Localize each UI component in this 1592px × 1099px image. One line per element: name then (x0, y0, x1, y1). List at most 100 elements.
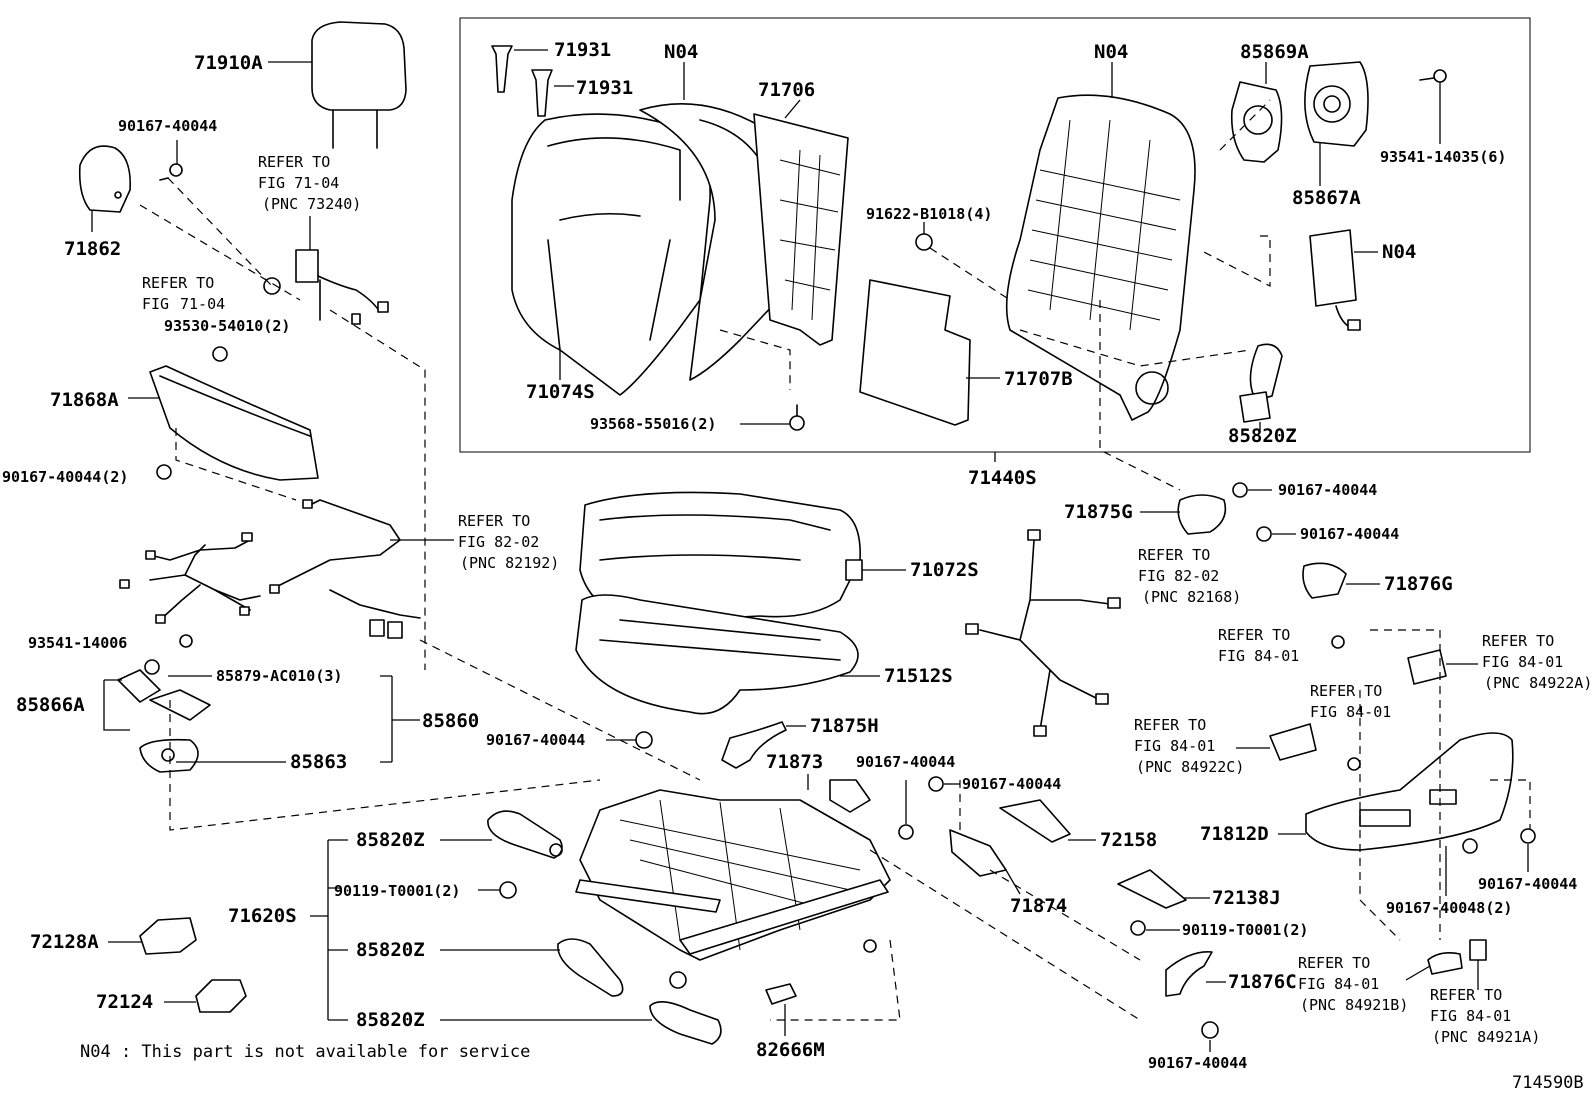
label-71875G: 71875G (1064, 501, 1133, 523)
label-71620S: 71620S (228, 905, 297, 927)
label-90167-40044-2: 90167-40044(2) (2, 468, 128, 486)
bolt-90119-right (1130, 920, 1146, 936)
label-85820Z-2: 85820Z (356, 939, 425, 961)
svg-text:FIG 84-01: FIG 84-01 (1430, 1007, 1511, 1025)
svg-text:REFER TO: REFER TO (1218, 626, 1290, 644)
seatback-frame-N04 (1005, 94, 1196, 421)
dash-bottom (770, 939, 901, 1021)
svg-text:FIG 84-01: FIG 84-01 (1482, 653, 1563, 671)
label-90167-40044-b: 90167-40044 (1278, 481, 1377, 499)
dash-8 (1099, 300, 1181, 491)
switch-84922C (1269, 723, 1317, 761)
bracket-85869A (1230, 81, 1283, 163)
label-71707B: 71707B (1004, 368, 1073, 390)
cover-72124 (195, 979, 247, 1013)
label-90167-40044-c: 90167-40044 (1300, 525, 1399, 543)
lumbar-parts (117, 634, 211, 773)
seatback-cover-71074S (511, 113, 711, 396)
label-85860: 85860 (422, 710, 479, 732)
label-93530: 93530-54010(2) (164, 317, 290, 335)
svg-text:FIG 71-04: FIG 71-04 (258, 174, 339, 192)
label-85820Z-3: 85820Z (356, 1009, 425, 1031)
pad-71707B (859, 279, 971, 426)
label-71440S: 71440S (968, 467, 1037, 489)
headrest-shape (311, 21, 407, 149)
bolt-90167-h (1520, 828, 1536, 844)
side-cover-71862 (78, 145, 132, 213)
label-N04-a: N04 (664, 41, 698, 63)
dash-12 (719, 329, 791, 390)
label-71873: 71873 (766, 751, 823, 773)
svg-text:(PNC 84921B): (PNC 84921B) (1300, 996, 1408, 1014)
bracket-71876G (1302, 562, 1347, 599)
bracket-72138J (1117, 869, 1187, 909)
screw-93568 (789, 404, 805, 431)
refer-fig-84-01-c: REFER TO FIG 84-01 (1310, 682, 1391, 721)
label-93541-14035: 93541-14035(6) (1380, 148, 1506, 166)
refer-fig-71-04-pnc: REFER TO FIG 71-04 (PNC 73240) (258, 153, 361, 213)
clip-71931-a (491, 45, 513, 93)
bracket-85860 (380, 675, 420, 763)
clip-82666M (765, 983, 797, 1005)
label-72124: 72124 (96, 991, 153, 1013)
label-72158: 72158 (1100, 829, 1157, 851)
refer-fig-71-04: REFER TO FIG 71-04 (142, 274, 225, 313)
dash-5 (169, 700, 601, 831)
label-71868A: 71868A (50, 389, 119, 411)
harness-right (965, 529, 1121, 737)
cover-72128A (139, 917, 197, 955)
svg-text:(PNC 84921A): (PNC 84921A) (1432, 1028, 1540, 1046)
svg-text:FIG 84-01: FIG 84-01 (1298, 975, 1379, 993)
motor-85867A (1304, 61, 1369, 147)
cover-71812D (1305, 732, 1514, 851)
label-91622: 91622-B1018(4) (866, 205, 992, 223)
dash-6 (419, 639, 701, 781)
label-85879: 85879-AC010(3) (216, 667, 342, 685)
refer-fig-84-01-f: REFER TO FIG 84-01 (PNC 84921A) (1430, 986, 1540, 1046)
label-71074S: 71074S (526, 381, 595, 403)
cushion-pad-71512S (575, 594, 859, 715)
screw-91622 (915, 233, 933, 251)
label-85820Z-1: 85820Z (356, 829, 425, 851)
motor-85820Z-1 (487, 810, 563, 859)
bracket-71875G (1177, 494, 1227, 535)
dash-3 (329, 309, 426, 670)
label-90167-40044-f: 90167-40044 (962, 775, 1061, 793)
bracket-71874 (949, 829, 1007, 877)
refer-fig-82-02-left: REFER TO FIG 82-02 (PNC 82192) (458, 512, 559, 572)
svg-text:FIG 84-01: FIG 84-01 (1310, 703, 1391, 721)
bracket-85866A (103, 679, 130, 731)
leader-71874 (1005, 869, 1021, 895)
svg-text:(PNC 82192): (PNC 82192) (460, 554, 559, 572)
label-72128A: 72128A (30, 931, 99, 953)
dash-10 (1199, 235, 1271, 287)
motor-85820Z-3 (649, 1001, 722, 1045)
label-90167-40044-a: 90167-40044 (118, 117, 217, 135)
module-N04 (1309, 229, 1361, 331)
label-90167-40044-g: 90167-40044 (1148, 1054, 1247, 1072)
label-71931-a: 71931 (554, 39, 611, 61)
label-71876C: 71876C (1228, 971, 1297, 993)
buckle-shape (295, 249, 389, 325)
bolt-90167-d (635, 731, 653, 749)
bolt-90167-48 (1462, 838, 1478, 854)
dash-11 (929, 247, 1011, 301)
svg-text:FIG 84-01: FIG 84-01 (1134, 737, 1215, 755)
svg-text:REFER TO: REFER TO (1138, 546, 1210, 564)
screw-93530-b (212, 346, 228, 362)
motor-85820Z-top (1239, 343, 1283, 423)
bracket-71876C (1165, 951, 1213, 997)
refer-fig-84-01-a: REFER TO FIG 84-01 (1218, 626, 1299, 665)
dash-7 (1019, 329, 1251, 367)
svg-text:(PNC 84922A): (PNC 84922A) (1484, 674, 1592, 692)
dash-right (1359, 629, 1441, 941)
label-90167-40044-h: 90167-40044 (1478, 875, 1577, 893)
harness-left (119, 499, 421, 639)
svg-text:(PNC 84922C): (PNC 84922C) (1136, 758, 1244, 776)
label-71862: 71862 (64, 238, 121, 260)
label-90167-40044-d: 90167-40044 (486, 731, 585, 749)
dash-bottom-2 (869, 849, 1141, 1021)
bolt-90167-f (928, 776, 944, 792)
label-93541-14006: 93541-14006 (28, 634, 127, 652)
